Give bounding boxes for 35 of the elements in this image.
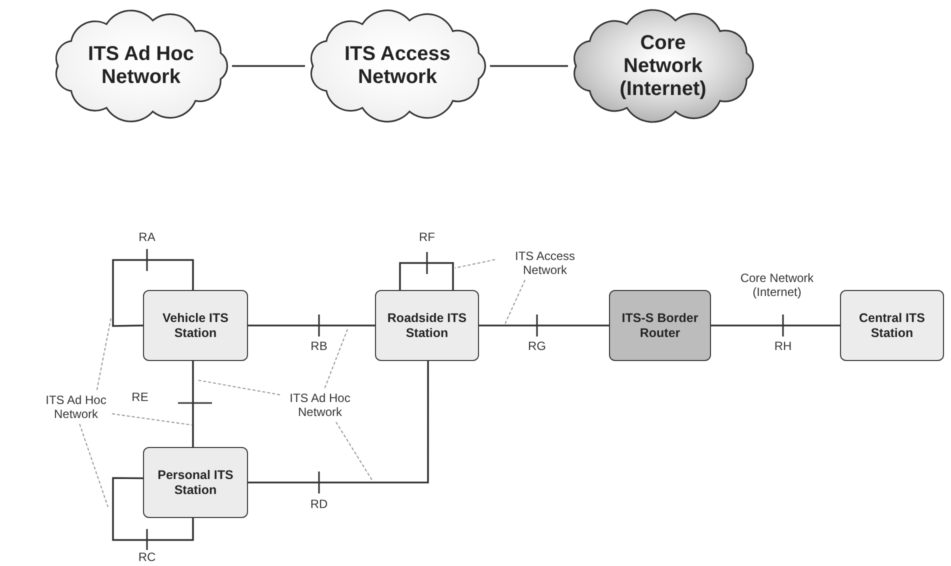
leader-line (504, 280, 526, 324)
connector-line (399, 262, 454, 290)
leader-line (336, 422, 372, 480)
station-box: ITS-S Border Router (609, 290, 711, 361)
connector-line (232, 65, 305, 67)
connector-line (112, 259, 194, 327)
reference-point-label: RC (137, 550, 157, 564)
connector-line (112, 477, 194, 541)
reference-point-label: RA (138, 230, 156, 244)
leader-line (324, 328, 349, 388)
leader-line (196, 379, 280, 396)
leader-line (79, 424, 109, 508)
station-box: Personal ITS Station (143, 447, 248, 518)
reference-point-label: RF (418, 230, 436, 244)
connector-line (490, 65, 568, 67)
connector-line (479, 324, 609, 326)
leader-line (112, 413, 192, 426)
leader-line (96, 318, 112, 390)
annotation-text: ITS Ad Hoc Network (40, 390, 112, 424)
leader-line (454, 259, 496, 269)
station-box: Roadside ITS Station (375, 290, 479, 361)
annotation-text: ITS Ad Hoc Network (280, 388, 360, 422)
reference-point-label: RD (309, 497, 329, 511)
station-box: Central ITS Station (840, 290, 944, 361)
reference-point-label: RH (773, 339, 793, 353)
reference-point-label: RE (130, 390, 150, 404)
station-box: Vehicle ITS Station (143, 290, 248, 361)
connector-line (248, 324, 375, 326)
reference-point-label: RG (527, 339, 547, 353)
annotation-text: ITS Access Network (495, 246, 595, 280)
connector-line (711, 324, 840, 326)
reference-point-label: RB (310, 339, 328, 353)
connector-line (248, 361, 429, 484)
connector-line (192, 361, 194, 447)
network-label: Core Network (Internet) (739, 271, 815, 300)
